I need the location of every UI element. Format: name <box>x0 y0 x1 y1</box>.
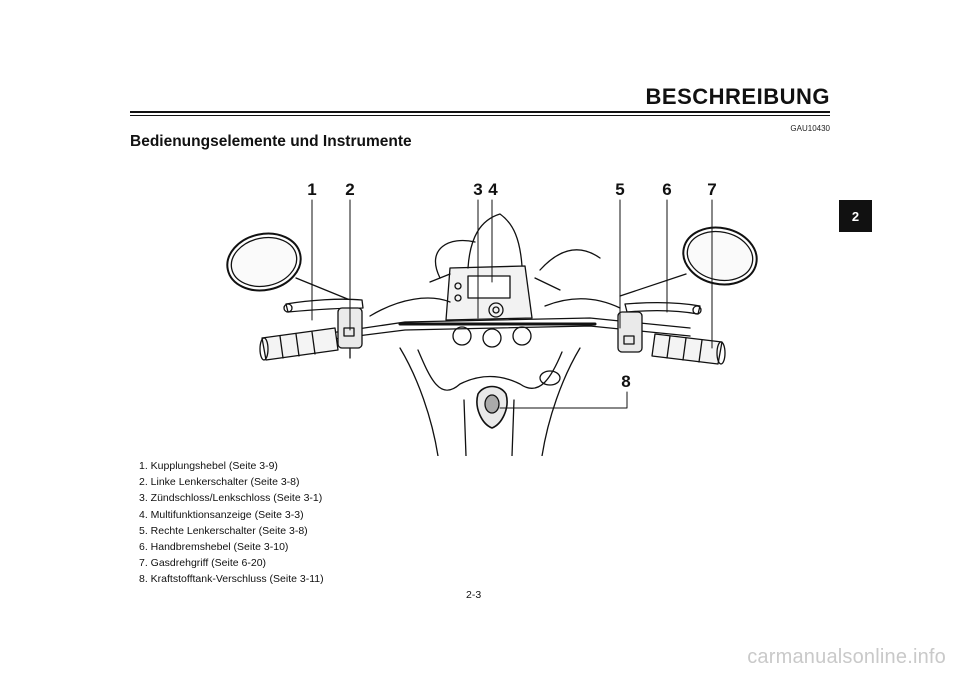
callout-7: 7 <box>707 180 717 199</box>
clutch-lever <box>283 298 364 313</box>
section-title: Bedienungselemente und Instrumente <box>130 133 412 150</box>
legend-item: 7. Gasdrehgriff (Seite 6-20) <box>139 557 267 570</box>
callout-6: 6 <box>662 180 672 199</box>
reference-code: GAU10430 <box>790 124 830 133</box>
chapter-tab[interactable]: 2 <box>839 200 872 232</box>
left-mirror <box>226 232 351 301</box>
fuel-tank <box>399 347 581 457</box>
legend-item: 6. Handbremshebel (Seite 3-10) <box>139 541 289 554</box>
leader-lines <box>311 199 713 409</box>
legend-item: 4. Multifunktionsanzeige (Seite 3-3) <box>139 508 304 521</box>
fuel-cap <box>476 385 508 429</box>
legend-item: 2. Linke Lenkerschalter (Seite 3-8) <box>139 476 300 489</box>
fork-tops <box>452 326 532 348</box>
watermark: carmanualsonline.info <box>747 646 946 668</box>
legend-item: 8. Kraftstofftank-Verschluss (Seite 3-11… <box>139 573 324 586</box>
header-title: BESCHREIBUNG <box>645 84 830 109</box>
callout-3: 3 <box>473 180 483 199</box>
brake-lever <box>624 302 702 315</box>
front-cowl <box>467 213 523 269</box>
left-grip <box>259 327 339 361</box>
legend-item: 5. Rechte Lenkerschalter (Seite 3-8) <box>139 524 308 537</box>
callout-8: 8 <box>621 372 631 391</box>
callout-1: 1 <box>307 180 317 199</box>
cables <box>369 239 621 317</box>
instrument-panel <box>429 265 561 321</box>
legend-item: 3. Zündschloss/Lenkschloss (Seite 3-1) <box>139 492 323 505</box>
callout-5: 5 <box>615 180 625 199</box>
handlebar-illustration: 1 2 3 4 5 6 7 8 <box>200 178 760 457</box>
handlebar-drawing <box>226 199 758 457</box>
header-rule-thick <box>130 111 830 113</box>
right-switch-housing <box>617 311 643 353</box>
right-grip <box>651 333 726 365</box>
right-mirror <box>619 226 758 297</box>
page-number: 2-3 <box>466 589 482 601</box>
parts-legend: 1. Kupplungshebel (Seite 3-9) 2. Linke L… <box>139 458 324 588</box>
callout-2: 2 <box>345 180 355 199</box>
header-rule-thin <box>130 115 830 116</box>
legend-item: 1. Kupplungshebel (Seite 3-9) <box>139 460 278 472</box>
callout-4: 4 <box>488 180 498 199</box>
